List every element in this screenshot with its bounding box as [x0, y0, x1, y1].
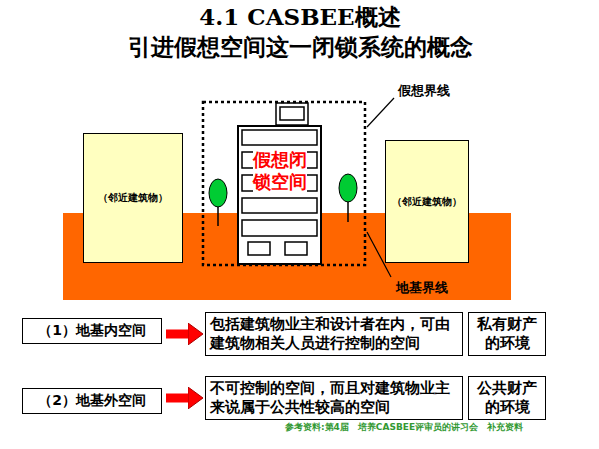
box-text: （2）地基外空间	[38, 392, 146, 410]
boundary-label: 假想界线	[398, 82, 450, 100]
neighbor-fill	[385, 140, 469, 263]
leader-line	[367, 98, 394, 127]
neighbor-fill	[83, 133, 183, 263]
neighbor-building: （邻近建筑物）	[83, 133, 183, 263]
virtual-boundary	[203, 102, 365, 265]
boundary-label: 地基界线	[396, 279, 448, 297]
flow-arrow	[166, 394, 188, 403]
box-text: （邻近建筑物）	[392, 196, 462, 208]
box-text: 包括建筑物业主和设计者在内，可由建筑物相关人员进行控制的空间	[210, 315, 458, 353]
flow-arrow	[166, 330, 188, 339]
slide-title: 4.1 CASBEE概述 引进假想空间这一闭锁系统的概念	[90, 2, 510, 62]
space-box: （2）地基外空间	[22, 388, 162, 414]
box-text: （1）地基内空间	[38, 322, 146, 340]
building-fill	[237, 125, 322, 265]
property-box: 公共财产的环境	[468, 376, 546, 420]
box-text: 公共财产的环境	[473, 379, 541, 417]
space-label: 假想闭锁空间	[253, 149, 307, 192]
description-box: 不可控制的空间，而且对建筑物业主来说属于公共性较高的空间	[205, 376, 463, 420]
box-text: 私有财产的环境	[473, 315, 541, 353]
box-text: （邻近建筑物）	[98, 192, 168, 204]
description-box: 包括建筑物业主和设计者在内，可由建筑物相关人员进行控制的空间	[205, 312, 463, 356]
neighbor-building: （邻近建筑物）	[385, 140, 469, 263]
leader-line	[367, 232, 391, 277]
property-box: 私有财产的环境	[468, 312, 546, 356]
source-note: 参考资料:第4届 培养CASBEE评审员的讲习会 补充资料	[285, 421, 523, 434]
space-box: （1）地基内空间	[22, 318, 162, 344]
building: 假想闭锁空间	[237, 125, 322, 265]
box-text: 不可控制的空间，而且对建筑物业主来说属于公共性较高的空间	[210, 379, 458, 417]
